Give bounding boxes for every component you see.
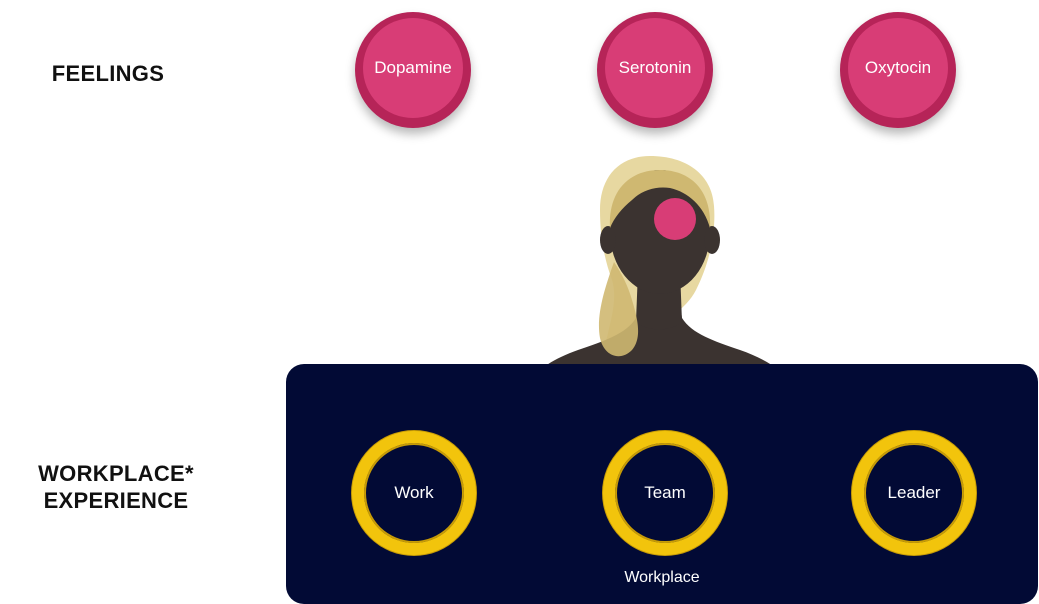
feelings-label: FEELINGS [51,61,165,86]
dopamine-label: Dopamine [374,58,452,77]
workplace-caption: Workplace [624,569,700,586]
dopamine-circle-face: Dopamine [363,18,463,118]
oxytocin-label: Oxytocin [864,58,932,77]
person-silhouette-icon [520,156,800,400]
team-label: Team [644,483,686,502]
hair-top [609,170,711,228]
workplace-label-line2: EXPERIENCE [43,488,189,513]
team-ring: Team [603,431,727,555]
left-ear [600,226,616,254]
serotonin-label: Serotonin [618,58,692,77]
work-label: Work [394,483,434,502]
serotonin-circle-face: Serotonin [605,18,705,118]
brain-dot [654,198,696,240]
workplace-experience-label: WORKPLACE* EXPERIENCE [12,460,220,514]
right-ear [704,226,720,254]
ponytail [598,262,639,357]
work-ring: Work [352,431,476,555]
serotonin-circle: Serotonin [597,12,713,128]
workplace-label-line1: WORKPLACE* [38,461,194,486]
oxytocin-circle: Oxytocin [840,12,956,128]
leader-ring: Leader [852,431,976,555]
workplace-panel: Work Team Leader Workplace [286,364,1038,604]
dopamine-circle: Dopamine [355,12,471,128]
leader-label: Leader [887,483,941,502]
oxytocin-circle-face: Oxytocin [848,18,948,118]
